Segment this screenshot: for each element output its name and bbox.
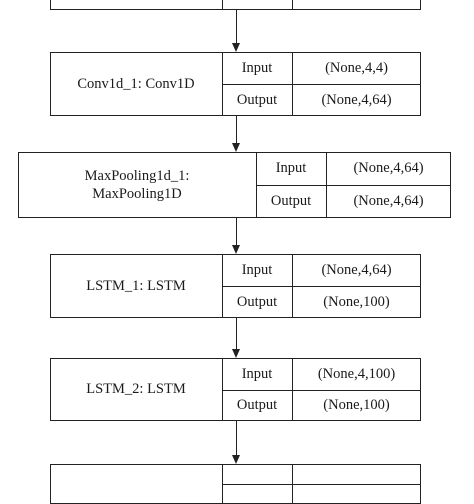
arrow-head-icon: [231, 143, 240, 152]
output-label: [222, 484, 292, 504]
layer-name: LSTM_1: LSTM: [86, 277, 186, 294]
row-divider: [222, 84, 421, 85]
layer-name: Conv1d_1: Conv1D: [77, 75, 195, 92]
flow-arrow: [235, 421, 237, 456]
arrow-head-icon: [231, 43, 240, 52]
output-label: Output: [236, 293, 278, 310]
input-shape: (None,4,64): [353, 160, 424, 177]
arrow-head-icon: [231, 245, 240, 254]
input-shape: (None,4,100): [317, 365, 396, 382]
output-shape: (None,4,64): [321, 91, 392, 108]
cell-divider: [222, 0, 223, 10]
layer-name: [50, 0, 222, 10]
layer-name: MaxPooling1d_1: MaxPooling1D: [84, 167, 190, 202]
input-label: Input: [275, 160, 307, 177]
input-label: Input: [241, 261, 273, 278]
flow-arrow: [235, 218, 237, 246]
model-architecture-diagram: Conv1d_1: Conv1D Input (None,4,4) Output (No…: [18, 0, 451, 504]
input-shape: [292, 464, 421, 484]
output-label: Output: [236, 91, 278, 108]
input-shape: (None,4,4): [325, 59, 388, 76]
output-shape: (None,100): [323, 293, 390, 310]
cell-divider: [292, 0, 293, 10]
flow-arrow: [235, 116, 237, 144]
flow-arrow: [235, 318, 237, 350]
output-shape: [292, 0, 421, 10]
output-shape: (None,100): [323, 397, 390, 414]
layer-name: [50, 464, 222, 504]
arrow-head-icon: [231, 455, 240, 464]
row-divider: [222, 389, 421, 391]
input-label: Input: [241, 365, 273, 382]
output-shape: [292, 484, 421, 504]
row-divider: [256, 185, 451, 186]
output-label: Output: [270, 193, 312, 210]
layer-name: LSTM_2: LSTM: [86, 381, 186, 398]
output-label: [222, 0, 292, 10]
row-divider: [222, 286, 421, 287]
output-label: Output: [236, 397, 278, 414]
input-label: Input: [241, 59, 273, 76]
arrow-head-icon: [231, 349, 240, 358]
input-label: [222, 464, 292, 484]
flow-arrow: [235, 10, 237, 44]
input-shape: (None,4,64): [321, 261, 392, 278]
output-shape: (None,4,64): [353, 193, 424, 210]
layer-box: [50, 0, 421, 10]
